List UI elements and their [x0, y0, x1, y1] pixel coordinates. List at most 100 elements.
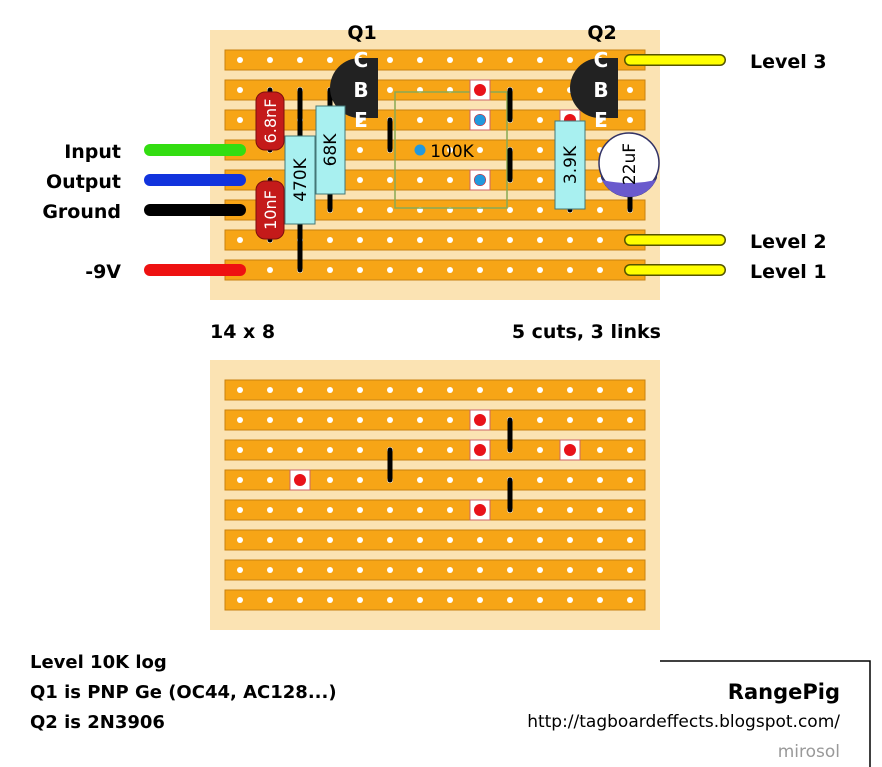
copper-strip: [224, 499, 646, 521]
hole: [237, 87, 243, 93]
project-url: http://tagboardeffects.blogspot.com/: [527, 712, 840, 732]
hole: [357, 387, 363, 393]
hole: [447, 507, 453, 513]
q2-pin-c: C: [594, 48, 609, 72]
footer-frame: [660, 660, 871, 767]
copper-strip: [224, 589, 646, 611]
hole: [237, 387, 243, 393]
pot-pin: [474, 174, 486, 186]
hole: [327, 537, 333, 543]
hole: [297, 537, 303, 543]
hole: [297, 567, 303, 573]
hole: [327, 567, 333, 573]
hole: [327, 387, 333, 393]
hole: [537, 147, 543, 153]
copper-strip: [224, 259, 646, 281]
hole: [327, 237, 333, 243]
hole: [267, 57, 273, 63]
hole: [537, 267, 543, 273]
hole: [507, 57, 513, 63]
hole: [597, 117, 603, 123]
pot-pin: [414, 144, 426, 156]
hole: [417, 597, 423, 603]
hole: [477, 387, 483, 393]
hole: [627, 507, 633, 513]
hole: [537, 507, 543, 513]
hole: [507, 537, 513, 543]
hole: [447, 387, 453, 393]
pot-footprint: [394, 91, 508, 209]
author-credit: mirosol: [778, 742, 840, 762]
hole: [537, 477, 543, 483]
transistor-q2: C B E: [570, 48, 618, 132]
cut-dot: [474, 84, 486, 96]
hole: [417, 417, 423, 423]
c2-label: 10nF: [261, 190, 280, 230]
hole: [387, 417, 393, 423]
q1-pin-b: B: [353, 78, 368, 102]
hole: [567, 537, 573, 543]
hole: [267, 507, 273, 513]
hole: [447, 537, 453, 543]
hole: [417, 447, 423, 453]
hole: [597, 597, 603, 603]
hole: [507, 207, 513, 213]
hole: [477, 597, 483, 603]
transistor-q1: C B E: [330, 48, 378, 132]
wires: [144, 54, 726, 276]
copper-strip: [224, 559, 646, 581]
hole: [327, 477, 333, 483]
hole: [387, 387, 393, 393]
hole: [387, 57, 393, 63]
hole: [417, 237, 423, 243]
hole: [597, 537, 603, 543]
hole: [447, 597, 453, 603]
hole: [357, 417, 363, 423]
hole: [447, 477, 453, 483]
hole: [237, 417, 243, 423]
hole: [237, 447, 243, 453]
hole: [567, 387, 573, 393]
hole: [507, 387, 513, 393]
capacitor-c1: 6.8nF: [255, 91, 285, 151]
copper-strip: [224, 409, 646, 431]
hole: [627, 417, 633, 423]
hole: [537, 177, 543, 183]
note-q1: Q1 is PNP Ge (OC44, AC128...): [30, 682, 337, 703]
hole: [507, 567, 513, 573]
hole: [567, 567, 573, 573]
hole: [627, 537, 633, 543]
hole: [357, 207, 363, 213]
hole: [447, 267, 453, 273]
hole: [267, 567, 273, 573]
hole: [567, 597, 573, 603]
hole: [567, 237, 573, 243]
hole: [537, 237, 543, 243]
hole: [267, 267, 273, 273]
hole: [537, 597, 543, 603]
hole: [477, 267, 483, 273]
hole: [357, 177, 363, 183]
hole: [387, 567, 393, 573]
hole: [357, 477, 363, 483]
hole: [297, 507, 303, 513]
hole: [297, 597, 303, 603]
hole: [597, 267, 603, 273]
hole: [417, 387, 423, 393]
hole: [237, 117, 243, 123]
hole: [627, 117, 633, 123]
hole: [537, 447, 543, 453]
capacitor-c2: 10nF: [255, 180, 285, 240]
hole: [477, 147, 483, 153]
hole: [417, 567, 423, 573]
hole: [267, 447, 273, 453]
pot-label: 100K: [430, 142, 474, 162]
pot-pins: [414, 114, 486, 186]
level1-label: Level 1: [750, 261, 827, 283]
hole: [297, 447, 303, 453]
hole: [297, 417, 303, 423]
hole: [597, 237, 603, 243]
hole: [597, 507, 603, 513]
hole: [267, 597, 273, 603]
